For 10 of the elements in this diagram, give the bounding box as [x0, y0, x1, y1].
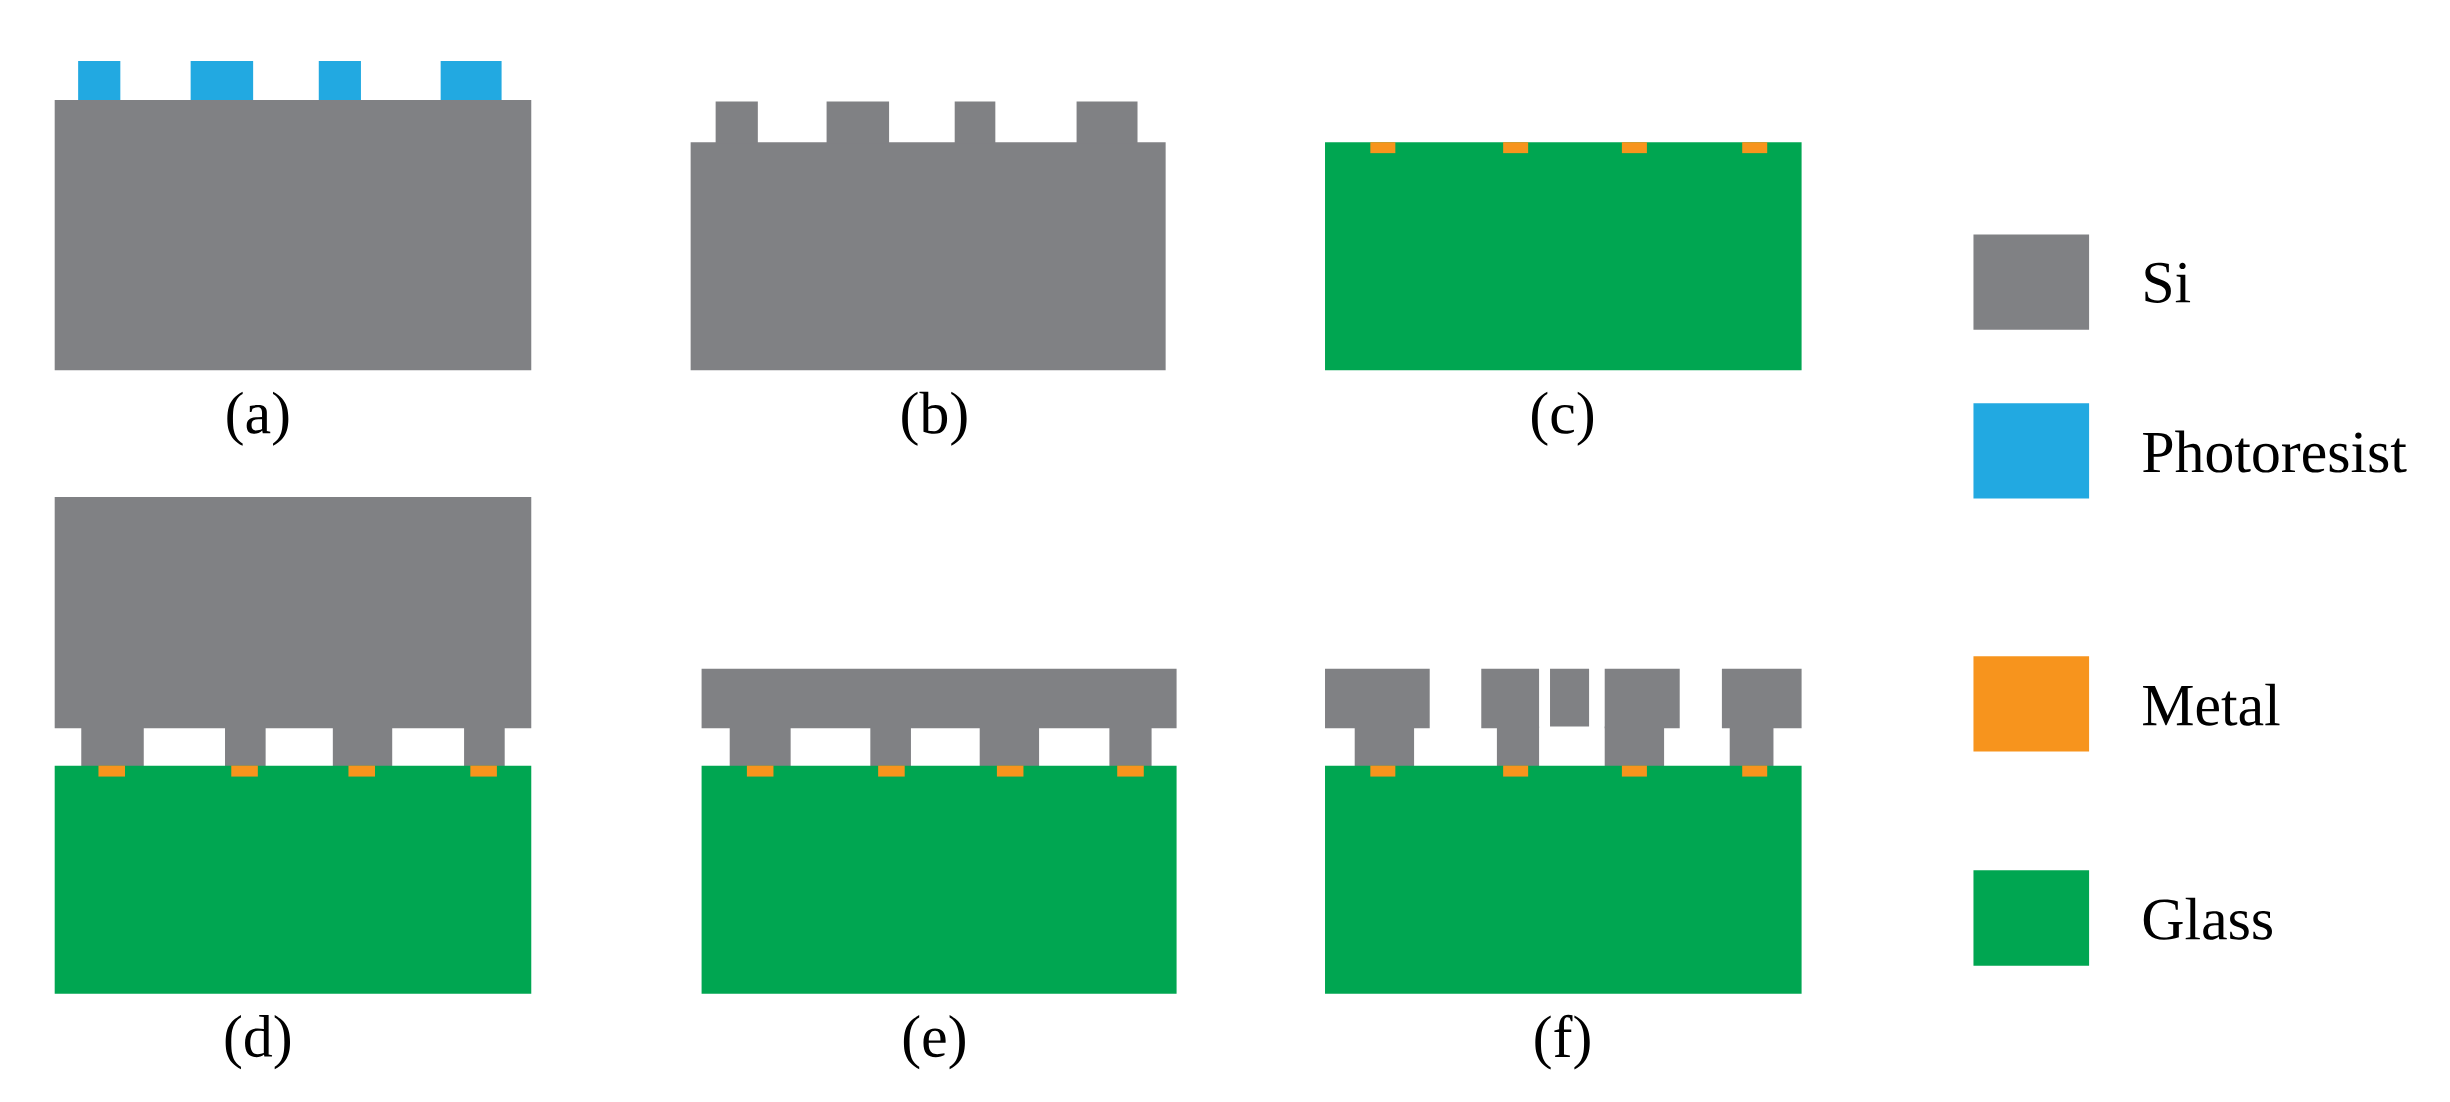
legend-label: Metal: [2143, 683, 2280, 726]
legend-label: Si: [2145, 262, 2191, 304]
panel-label: (d): [225, 1015, 290, 1070]
panel-label: (c): [1532, 391, 1594, 447]
panel-label: (e): [903, 1015, 965, 1070]
legend-label: Glass: [2143, 897, 2272, 941]
panel-label: (f): [1535, 1015, 1590, 1070]
panel-label: (a): [227, 391, 289, 447]
legend-label: Photoresist: [2143, 430, 2407, 473]
panel-label: (b): [902, 391, 967, 447]
